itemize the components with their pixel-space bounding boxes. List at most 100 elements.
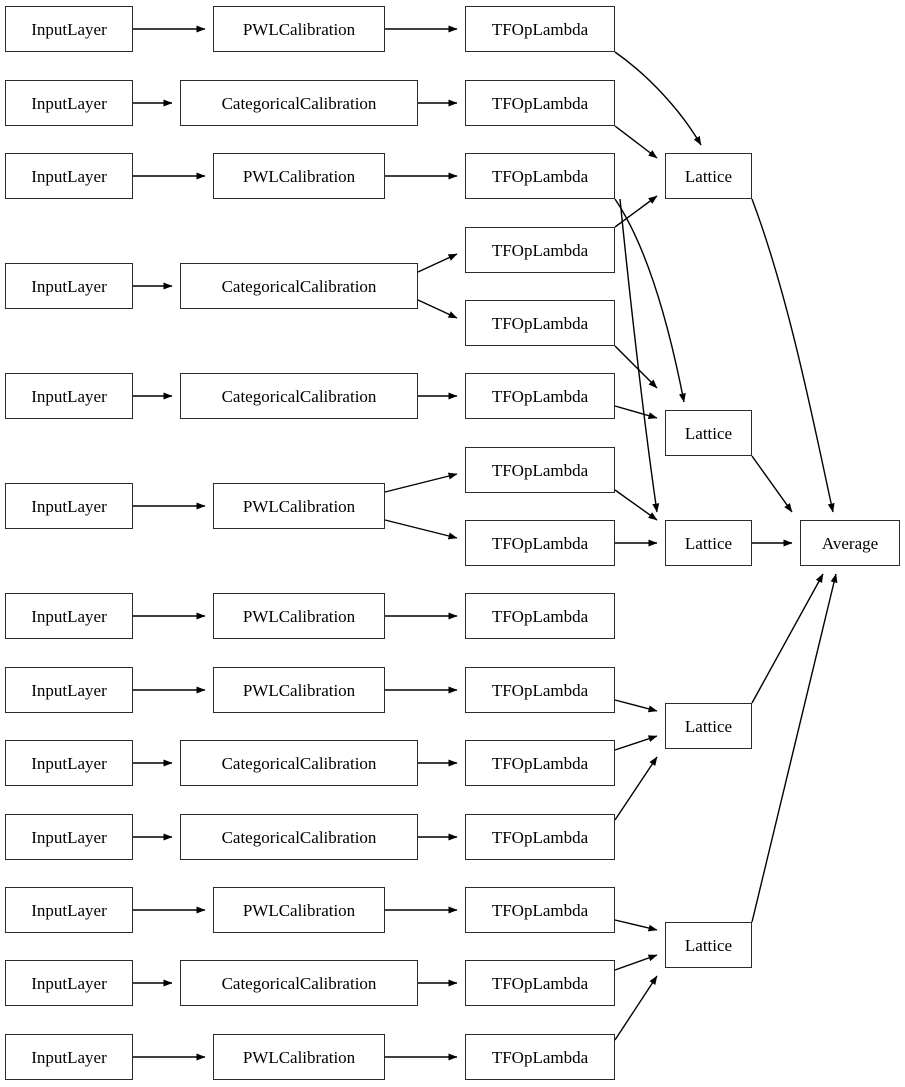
graph-node-label: TFOpLambda: [491, 1047, 589, 1067]
graph-node-pwlcalibration[interactable]: PWLCalibration: [213, 153, 385, 199]
graph-edge: [614, 198, 686, 403]
graph-edge: [614, 699, 658, 713]
graph-node-label: CategoricalCalibration: [221, 973, 377, 993]
graph-node-lattice[interactable]: Lattice: [665, 410, 752, 456]
graph-node-tfoplambda[interactable]: TFOpLambda: [465, 80, 615, 126]
graph-node-tfoplambda[interactable]: TFOpLambda: [465, 6, 615, 52]
graph-node-inputlayer[interactable]: InputLayer: [5, 373, 133, 419]
graph-node-label: TFOpLambda: [491, 973, 589, 993]
graph-node-label: Lattice: [684, 533, 733, 553]
graph-node-tfoplambda[interactable]: TFOpLambda: [465, 227, 615, 273]
graph-node-categoricalcalibration[interactable]: CategoricalCalibration: [180, 373, 418, 419]
graph-node-tfoplambda[interactable]: TFOpLambda: [465, 447, 615, 493]
graph-node-label: PWLCalibration: [242, 680, 356, 700]
graph-node-label: InputLayer: [31, 386, 107, 406]
graph-node-label: Lattice: [684, 935, 733, 955]
graph-node-inputlayer[interactable]: InputLayer: [5, 814, 133, 860]
graph-node-label: CategoricalCalibration: [221, 93, 377, 113]
graph-node-pwlcalibration[interactable]: PWLCalibration: [213, 1034, 385, 1080]
graph-node-tfoplambda[interactable]: TFOpLambda: [465, 814, 615, 860]
graph-edge: [614, 51, 702, 146]
graph-node-tfoplambda[interactable]: TFOpLambda: [465, 593, 615, 639]
graph-node-lattice[interactable]: Lattice: [665, 153, 752, 199]
graph-node-pwlcalibration[interactable]: PWLCalibration: [213, 593, 385, 639]
graph-node-inputlayer[interactable]: InputLayer: [5, 263, 133, 309]
graph-node-tfoplambda[interactable]: TFOpLambda: [465, 960, 615, 1006]
graph-edge: [614, 489, 658, 521]
graph-edge: [751, 198, 835, 513]
graph-node-tfoplambda[interactable]: TFOpLambda: [465, 1034, 615, 1080]
graph-node-pwlcalibration[interactable]: PWLCalibration: [213, 667, 385, 713]
graph-node-label: InputLayer: [31, 166, 107, 186]
graph-node-label: TFOpLambda: [491, 680, 589, 700]
graph-node-lattice[interactable]: Lattice: [665, 520, 752, 566]
graph-node-label: CategoricalCalibration: [221, 753, 377, 773]
graph-node-label: PWLCalibration: [242, 606, 356, 626]
graph-node-tfoplambda[interactable]: TFOpLambda: [465, 887, 615, 933]
graph-node-categoricalcalibration[interactable]: CategoricalCalibration: [180, 80, 418, 126]
graph-node-label: InputLayer: [31, 276, 107, 296]
graph-node-label: CategoricalCalibration: [221, 827, 377, 847]
graph-node-label: TFOpLambda: [491, 753, 589, 773]
graph-node-label: InputLayer: [31, 753, 107, 773]
graph-node-inputlayer[interactable]: InputLayer: [5, 153, 133, 199]
graph-edge: [614, 735, 658, 751]
graph-node-tfoplambda[interactable]: TFOpLambda: [465, 373, 615, 419]
graph-edge: [619, 198, 660, 513]
graph-node-label: Lattice: [684, 166, 733, 186]
graph-node-tfoplambda[interactable]: TFOpLambda: [465, 300, 615, 346]
graph-node-inputlayer[interactable]: InputLayer: [5, 740, 133, 786]
graph-node-label: InputLayer: [31, 496, 107, 516]
graph-edge: [751, 573, 824, 704]
graph-node-categoricalcalibration[interactable]: CategoricalCalibration: [180, 814, 418, 860]
graph-node-pwlcalibration[interactable]: PWLCalibration: [213, 6, 385, 52]
graph-node-label: TFOpLambda: [491, 533, 589, 553]
graph-node-tfoplambda[interactable]: TFOpLambda: [465, 740, 615, 786]
graph-node-label: TFOpLambda: [491, 827, 589, 847]
graph-node-inputlayer[interactable]: InputLayer: [5, 667, 133, 713]
graph-edge: [614, 756, 658, 821]
graph-node-categoricalcalibration[interactable]: CategoricalCalibration: [180, 740, 418, 786]
graph-node-inputlayer[interactable]: InputLayer: [5, 887, 133, 933]
graph-node-label: InputLayer: [31, 827, 107, 847]
graph-edge: [417, 299, 458, 319]
graph-edge: [751, 573, 838, 923]
graph-node-label: TFOpLambda: [491, 19, 589, 39]
graph-node-label: InputLayer: [31, 900, 107, 920]
graph-node-inputlayer[interactable]: InputLayer: [5, 593, 133, 639]
graph-node-inputlayer[interactable]: InputLayer: [5, 483, 133, 529]
graph-node-lattice[interactable]: Lattice: [665, 703, 752, 749]
graph-node-tfoplambda[interactable]: TFOpLambda: [465, 667, 615, 713]
graph-node-label: TFOpLambda: [491, 93, 589, 113]
graph-node-label: TFOpLambda: [491, 900, 589, 920]
graph-edge: [614, 919, 658, 932]
graph-node-categoricalcalibration[interactable]: CategoricalCalibration: [180, 263, 418, 309]
graph-node-label: PWLCalibration: [242, 496, 356, 516]
graph-node-lattice[interactable]: Lattice: [665, 922, 752, 968]
graph-node-label: PWLCalibration: [242, 1047, 356, 1067]
graph-node-label: InputLayer: [31, 606, 107, 626]
graph-edge: [384, 519, 458, 540]
graph-node-inputlayer[interactable]: InputLayer: [5, 6, 133, 52]
graph-node-inputlayer[interactable]: InputLayer: [5, 80, 133, 126]
graph-node-pwlcalibration[interactable]: PWLCalibration: [213, 887, 385, 933]
graph-edge: [751, 455, 793, 513]
graph-node-label: InputLayer: [31, 93, 107, 113]
graph-edge: [417, 253, 458, 273]
graph-edge: [614, 125, 658, 159]
graph-edge: [614, 345, 658, 389]
graph-node-categoricalcalibration[interactable]: CategoricalCalibration: [180, 960, 418, 1006]
graph-node-inputlayer[interactable]: InputLayer: [5, 1034, 133, 1080]
graph-node-tfoplambda[interactable]: TFOpLambda: [465, 520, 615, 566]
graph-node-label: PWLCalibration: [242, 166, 356, 186]
graph-node-inputlayer[interactable]: InputLayer: [5, 960, 133, 1006]
graph-edge: [614, 195, 658, 228]
graph-node-label: TFOpLambda: [491, 313, 589, 333]
graph-node-tfoplambda[interactable]: TFOpLambda: [465, 153, 615, 199]
graph-node-label: InputLayer: [31, 1047, 107, 1067]
graph-node-average[interactable]: Average: [800, 520, 900, 566]
graph-edge: [384, 472, 458, 493]
graph-node-pwlcalibration[interactable]: PWLCalibration: [213, 483, 385, 529]
graph-node-label: PWLCalibration: [242, 19, 356, 39]
